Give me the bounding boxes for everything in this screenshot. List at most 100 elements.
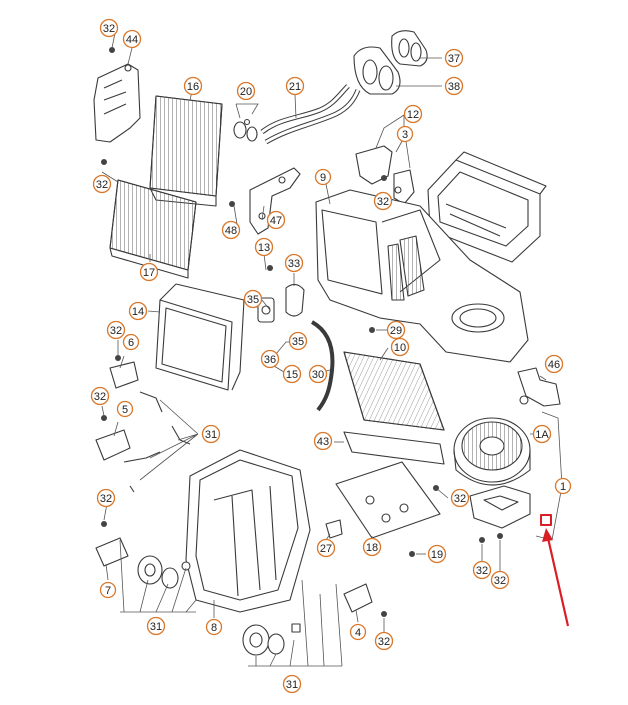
callout-ring: [90, 386, 110, 406]
callout-c5: 5: [116, 400, 134, 418]
callout-number: 27: [320, 543, 332, 555]
callout-number: 31: [286, 679, 298, 691]
callout-c35a: 35: [243, 289, 263, 309]
callout-c32f: 32: [450, 488, 470, 508]
callout-ring: [403, 104, 423, 124]
part-filter-10: [343, 351, 445, 431]
callout-ring: [128, 301, 148, 321]
callout-c8: 8: [205, 618, 223, 636]
callout-number: 32: [103, 23, 115, 35]
part-distribution-housing-8: [185, 449, 311, 613]
callout-number: 15: [286, 369, 298, 381]
part-gears-bottom: [242, 623, 301, 656]
callout-number: 32: [378, 636, 390, 648]
callout-ring: [221, 220, 241, 240]
callout-number: 35: [247, 294, 259, 306]
callout-ring: [106, 320, 126, 340]
callout-number: 4: [355, 627, 361, 639]
callout-ring: [282, 674, 302, 694]
part-bracket-3: [355, 145, 415, 205]
part-bracket-46: [517, 367, 561, 407]
part-flap-housing-12: [427, 151, 547, 263]
callout-number: 1: [560, 481, 566, 493]
callout-ring: [122, 333, 140, 351]
callout-number: 43: [317, 436, 329, 448]
callout-c15: 15: [282, 364, 302, 384]
callout-c13: 13: [254, 237, 274, 257]
callout-number: 48: [225, 225, 237, 237]
part-evaporator-17: [109, 179, 197, 279]
part-frame-14: [155, 283, 245, 391]
callout-number: 16: [187, 81, 199, 93]
callout-c31b: 31: [146, 616, 166, 636]
callout-ring: [254, 237, 274, 257]
callout-ring: [236, 81, 256, 101]
part-blower-bracket: [469, 485, 531, 529]
callout-ring: [313, 431, 333, 451]
callout-number: 12: [407, 109, 419, 121]
callout-ring: [183, 76, 203, 96]
callout-number: 14: [132, 306, 144, 318]
callout-c18: 18: [362, 537, 382, 557]
callout-number: 5: [122, 404, 128, 416]
callout-ring: [374, 631, 394, 651]
callout-c21: 21: [285, 76, 305, 96]
callout-c10: 10: [390, 337, 410, 357]
callout-ring: [146, 616, 166, 636]
part-clip-27: [325, 519, 343, 539]
callout-c43: 43: [313, 431, 333, 451]
callout-c32c: 32: [92, 174, 112, 194]
callout-c30: 30: [308, 364, 328, 384]
part-actuator-7: [95, 537, 129, 567]
callout-number: 13: [258, 242, 270, 254]
callout-ring: [373, 191, 393, 211]
callout-c33: 33: [284, 253, 304, 273]
callout-ring: [472, 560, 492, 580]
callout-ring: [99, 581, 117, 599]
part-blower-fan: [453, 417, 531, 486]
part-gasket-37: [391, 30, 428, 67]
callout-c16: 16: [183, 76, 203, 96]
callout-c27: 27: [316, 538, 336, 558]
callout-c32j: 32: [374, 631, 394, 651]
part-gasket-33: [285, 283, 305, 317]
callout-c48: 48: [221, 220, 241, 240]
callout-number: 20: [240, 86, 252, 98]
callout-number: 30: [312, 369, 324, 381]
callout-number: 32: [94, 391, 106, 403]
callout-c17: 17: [139, 262, 159, 282]
callout-ring: [308, 364, 328, 384]
callout-ring: [362, 537, 382, 557]
callout-number: 47: [270, 215, 282, 227]
callout-number: 32: [454, 493, 466, 505]
callout-number: 18: [366, 542, 378, 554]
callout-c32h: 32: [472, 560, 492, 580]
callout-c36: 36: [260, 349, 280, 369]
callout-number: 8: [211, 622, 217, 634]
part-actuator-6: [109, 361, 139, 389]
callout-number: 32: [494, 575, 506, 587]
callout-c35b: 35: [288, 331, 308, 351]
callout-ring: [96, 488, 116, 508]
callout-ring: [139, 262, 159, 282]
highlight-marker: [540, 514, 552, 526]
callout-c6: 6: [122, 333, 140, 351]
callout-ring: [554, 477, 572, 495]
callout-number: 46: [548, 359, 560, 371]
part-bracket-43: [343, 431, 445, 465]
callout-ring: [243, 289, 263, 309]
callout-c19: 19: [427, 544, 447, 564]
callout-c31a: 31: [201, 424, 221, 444]
callout-c9: 9: [314, 168, 332, 186]
callout-number: 38: [448, 81, 460, 93]
callout-number: 3: [402, 129, 408, 141]
callout-number: 31: [150, 621, 162, 633]
callout-ring: [205, 618, 223, 636]
callout-c46: 46: [544, 354, 564, 374]
part-actuator-4: [343, 583, 373, 613]
callout-ring: [285, 76, 305, 96]
callout-ring: [288, 331, 308, 351]
callout-c32b: 32: [373, 191, 393, 211]
part-heater-core-16: [149, 95, 223, 207]
